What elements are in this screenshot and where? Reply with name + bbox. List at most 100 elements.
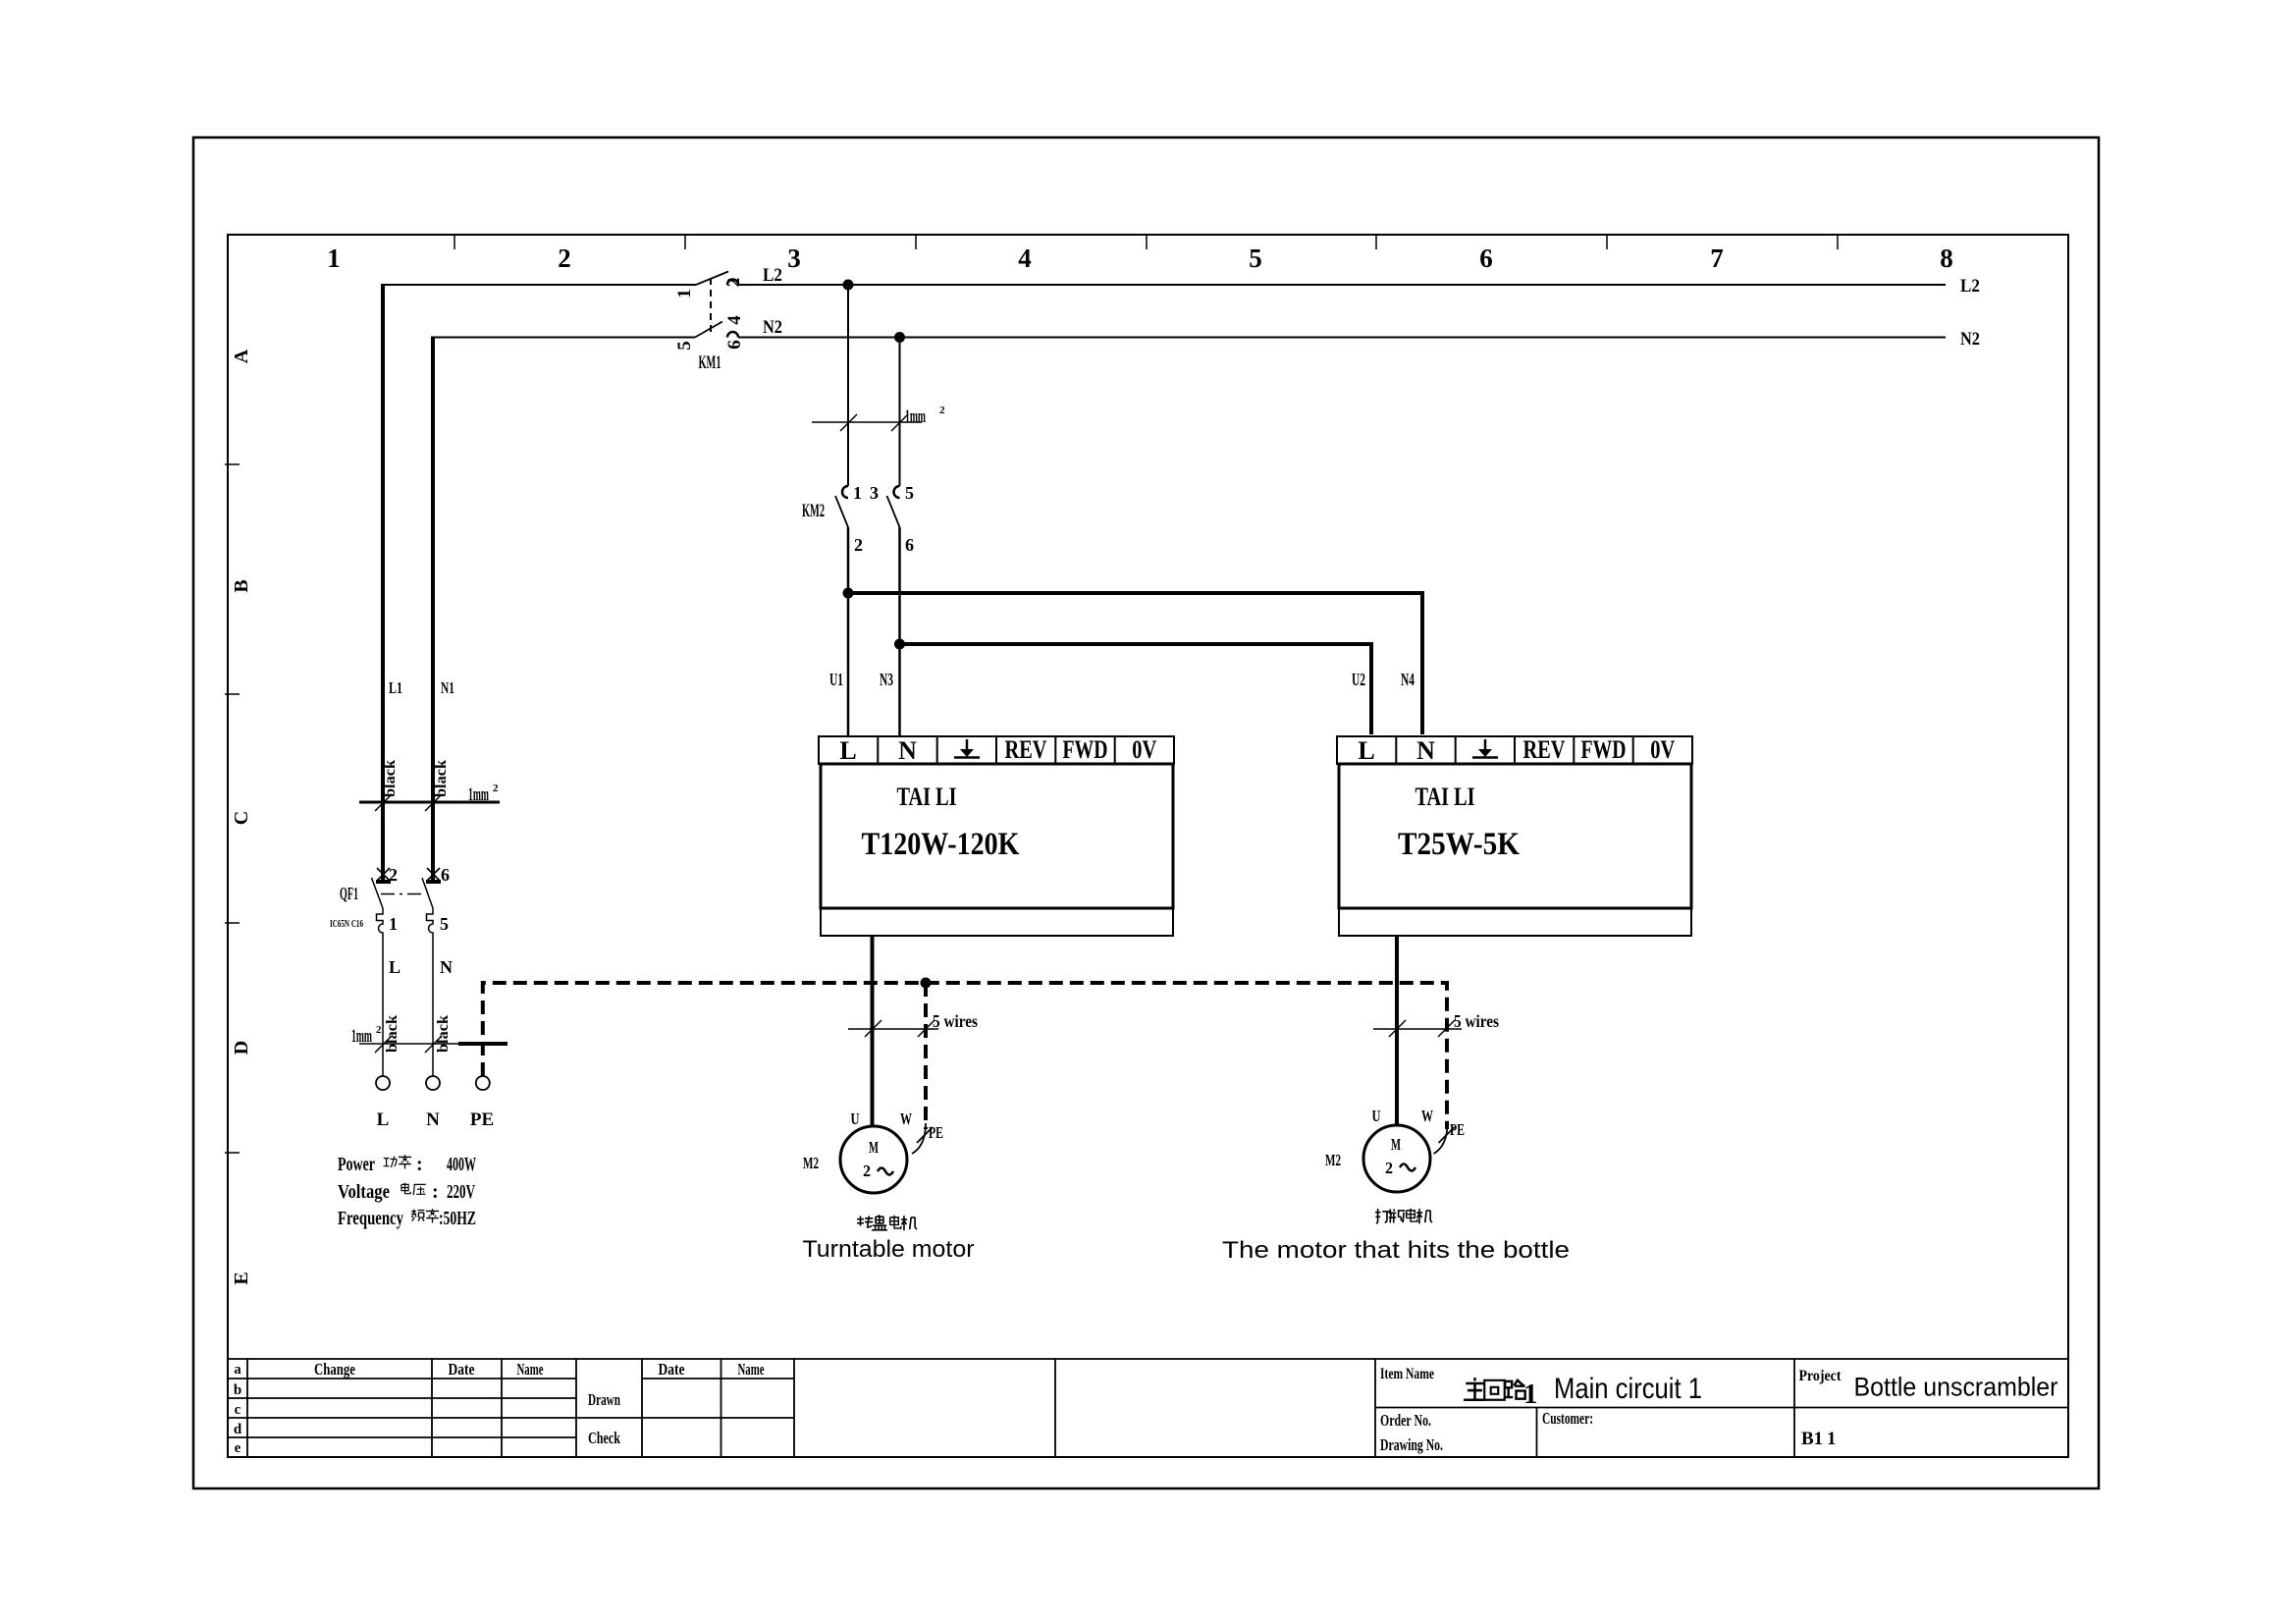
svg-text:1: 1 — [1523, 1379, 1538, 1410]
svg-text:N: N — [898, 736, 917, 765]
svg-text:d: d — [234, 1422, 242, 1437]
svg-text:7: 7 — [1710, 243, 1724, 273]
svg-text:6: 6 — [441, 865, 450, 885]
svg-text:Main circuit 1: Main circuit 1 — [1554, 1373, 1702, 1405]
svg-text:L2: L2 — [1960, 276, 1980, 297]
svg-text:Name: Name — [517, 1360, 544, 1379]
svg-text:1: 1 — [389, 914, 398, 934]
svg-text:M: M — [1391, 1135, 1401, 1154]
svg-text:a: a — [234, 1362, 241, 1378]
svg-text:B: B — [231, 579, 252, 592]
svg-text:U: U — [851, 1109, 860, 1128]
svg-text:A: A — [231, 349, 252, 363]
svg-text:TAI LI: TAI LI — [1415, 783, 1475, 811]
svg-text:E: E — [231, 1271, 252, 1284]
svg-text:L: L — [1358, 736, 1374, 765]
svg-text:2: 2 — [863, 1162, 871, 1180]
svg-text:0V: 0V — [1132, 735, 1156, 764]
svg-text:L1: L1 — [389, 678, 402, 697]
svg-text:5: 5 — [905, 483, 914, 503]
svg-text:M2: M2 — [803, 1154, 819, 1172]
svg-text:black: black — [384, 1015, 400, 1053]
svg-text:4: 4 — [1018, 243, 1032, 273]
svg-text:3: 3 — [870, 483, 879, 503]
svg-text:2: 2 — [389, 865, 398, 885]
svg-text:5 wires: 5 wires — [933, 1011, 978, 1031]
svg-text:The motor that hits the bottle: The motor that hits the bottle — [1222, 1237, 1570, 1264]
svg-text:1mm: 1mm — [468, 784, 489, 805]
svg-text:M2: M2 — [1325, 1151, 1341, 1169]
svg-text:2: 2 — [493, 783, 499, 794]
svg-text:2: 2 — [558, 243, 571, 273]
svg-text:3: 3 — [787, 243, 801, 273]
svg-text:Order No.: Order No. — [1380, 1411, 1431, 1430]
svg-text:KM2: KM2 — [802, 501, 825, 521]
svg-text:6: 6 — [724, 340, 745, 350]
svg-text:N1: N1 — [441, 678, 454, 697]
svg-text:black: black — [435, 1015, 452, 1053]
svg-text:Project: Project — [1799, 1368, 1842, 1384]
svg-text:T25W-5K: T25W-5K — [1398, 827, 1520, 862]
svg-text:U: U — [1372, 1107, 1381, 1125]
svg-text:Date: Date — [659, 1360, 685, 1379]
svg-text:TAI LI: TAI LI — [897, 783, 957, 811]
svg-text:Voltage: Voltage — [338, 1181, 390, 1203]
svg-text::: : — [416, 1154, 423, 1175]
svg-text:U2: U2 — [1352, 670, 1365, 689]
svg-text:1: 1 — [674, 289, 695, 298]
svg-text:Customer:: Customer: — [1542, 1409, 1593, 1428]
svg-text:N4: N4 — [1401, 670, 1415, 689]
svg-text:2: 2 — [854, 535, 863, 555]
svg-text:W: W — [1421, 1107, 1433, 1125]
svg-text:4: 4 — [724, 315, 745, 325]
svg-text:PE: PE — [929, 1123, 943, 1142]
svg-text:b: b — [234, 1382, 241, 1398]
svg-text:6: 6 — [905, 535, 914, 555]
svg-text:L: L — [839, 736, 856, 765]
svg-text:L: L — [389, 957, 400, 977]
svg-text:Frequency: Frequency — [338, 1208, 403, 1229]
svg-text:M: M — [869, 1138, 879, 1157]
svg-text:1: 1 — [327, 243, 341, 273]
svg-text:Check: Check — [588, 1429, 620, 1447]
svg-text:FWD: FWD — [1063, 735, 1108, 764]
svg-text:2: 2 — [376, 1024, 382, 1036]
svg-text:2: 2 — [1385, 1159, 1393, 1177]
svg-text:6: 6 — [1479, 243, 1493, 273]
svg-text:c: c — [235, 1402, 241, 1418]
svg-text::: : — [432, 1181, 439, 1203]
svg-text:N2: N2 — [763, 317, 782, 338]
svg-text:black: black — [382, 760, 399, 797]
svg-text:Drawing No.: Drawing No. — [1380, 1435, 1443, 1454]
svg-text:5: 5 — [440, 914, 449, 934]
svg-text:Drawn: Drawn — [588, 1390, 620, 1409]
svg-text:1: 1 — [853, 483, 862, 503]
svg-text:400W: 400W — [447, 1154, 476, 1175]
svg-text:5: 5 — [1249, 243, 1262, 273]
svg-text:N3: N3 — [880, 670, 893, 689]
svg-text:5 wires: 5 wires — [1454, 1011, 1499, 1031]
svg-text:Change: Change — [314, 1360, 355, 1379]
svg-text:Date: Date — [449, 1360, 475, 1379]
svg-text:Bottle unscrambler: Bottle unscrambler — [1854, 1373, 2058, 1402]
svg-text:KM1: KM1 — [699, 352, 721, 373]
svg-text:REV: REV — [1005, 735, 1047, 764]
svg-text:W: W — [900, 1109, 912, 1128]
svg-text:Item Name: Item Name — [1380, 1366, 1434, 1382]
svg-text:D: D — [231, 1041, 252, 1055]
svg-text:REV: REV — [1523, 735, 1566, 764]
svg-text:1: 1 — [1827, 1429, 1837, 1449]
svg-text:5: 5 — [674, 341, 695, 351]
svg-text::50HZ: :50HZ — [439, 1208, 476, 1229]
svg-text:T120W-120K: T120W-120K — [862, 827, 1020, 862]
svg-text:PE: PE — [1450, 1120, 1465, 1139]
svg-text:L2: L2 — [763, 265, 782, 286]
svg-text:2: 2 — [939, 405, 945, 416]
svg-text:PE: PE — [470, 1109, 494, 1130]
svg-text:e: e — [235, 1440, 241, 1456]
svg-text:1mm: 1mm — [351, 1026, 372, 1047]
svg-text:Name: Name — [738, 1360, 765, 1379]
svg-text:N: N — [426, 1109, 440, 1130]
svg-text:2: 2 — [723, 278, 744, 288]
svg-text:N: N — [1416, 736, 1435, 765]
